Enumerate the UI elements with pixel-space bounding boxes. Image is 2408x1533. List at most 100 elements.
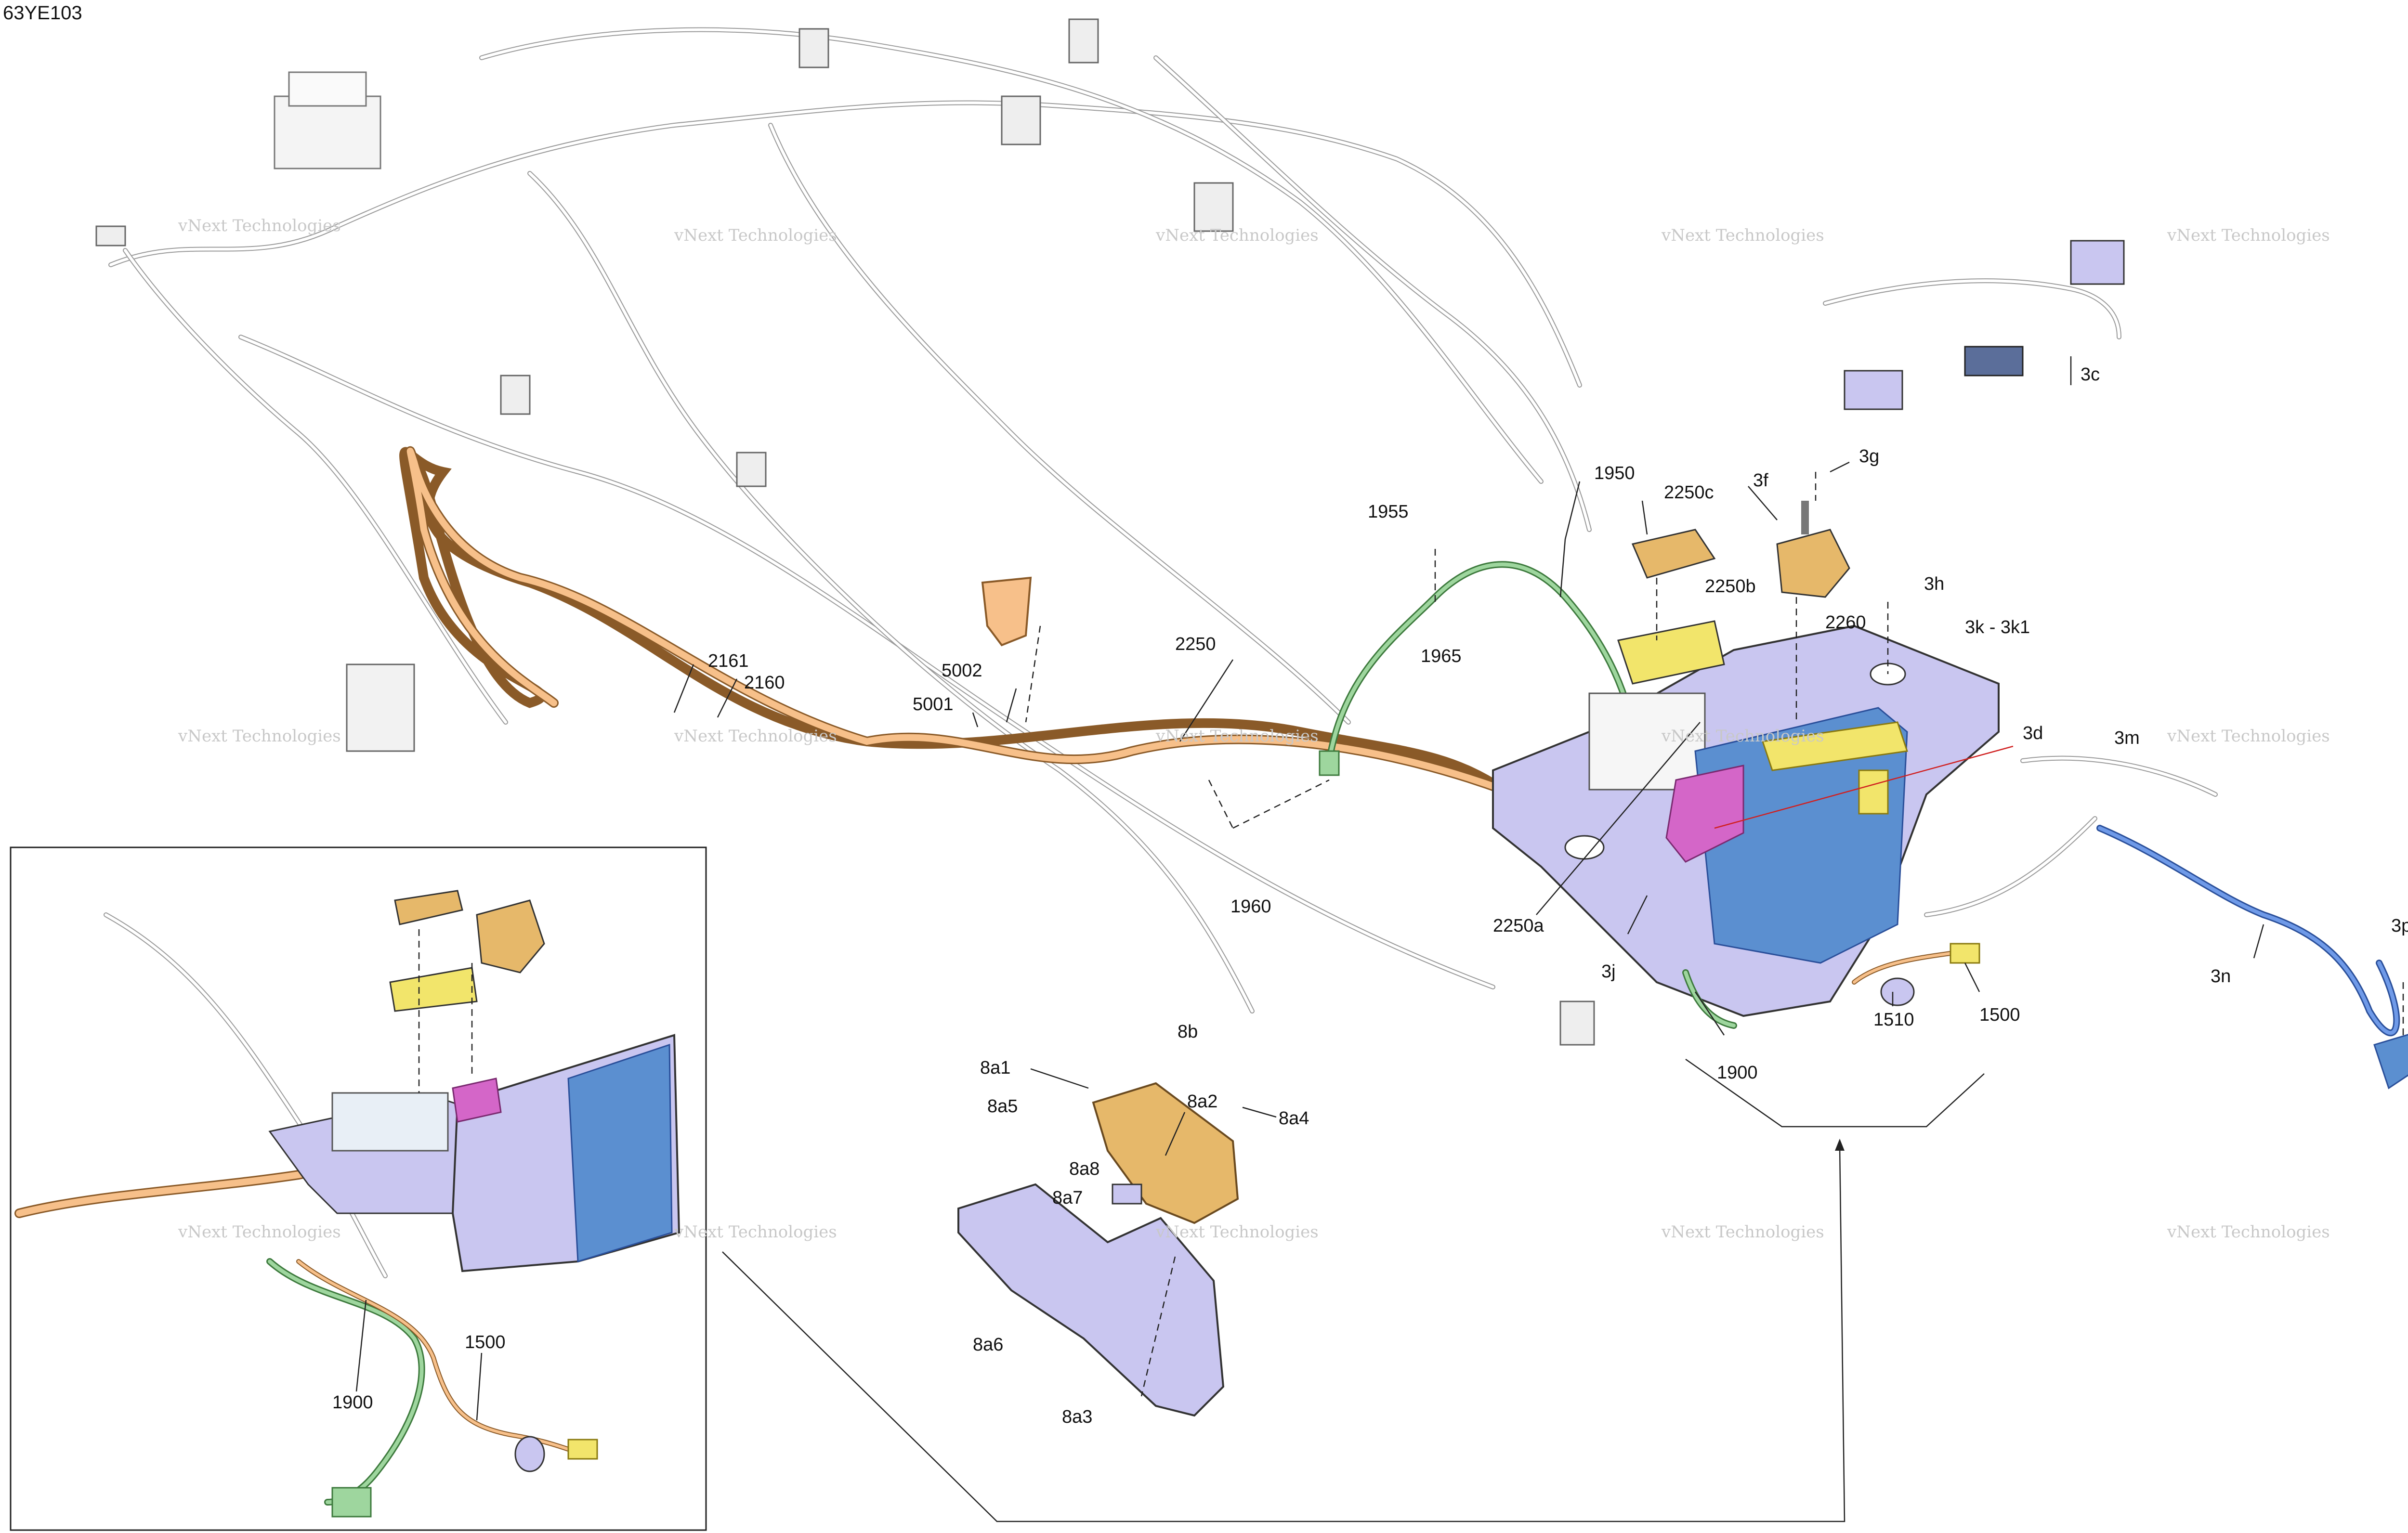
- callout-1955: 1955: [1368, 502, 1409, 522]
- callout-8a5: 8a5: [987, 1096, 1018, 1117]
- callout-8a6: 8a6: [973, 1335, 1003, 1355]
- callout-1900: 1900: [1717, 1063, 1758, 1083]
- tray-hole: [1564, 835, 1605, 860]
- strap-yellow: [1762, 721, 1908, 771]
- callout-2250b: 2250b: [1705, 576, 1756, 597]
- callout-1965: 1965: [1421, 646, 1462, 666]
- cable-2250: [399, 446, 1507, 794]
- cable-boot: [981, 576, 1032, 647]
- watermark: vNext Technologies: [2167, 226, 2330, 245]
- watermark: vNext Technologies: [1155, 226, 1319, 245]
- inset-battery: [331, 1092, 449, 1152]
- fuse-box: [274, 95, 381, 169]
- connector: [1068, 18, 1099, 64]
- connector: [95, 225, 126, 247]
- inset-cover: [567, 1043, 673, 1262]
- connector: [1559, 1000, 1595, 1046]
- callout-1950: 1950: [1594, 463, 1635, 483]
- inset-relay: [476, 899, 545, 974]
- callout-8a7: 8a7: [1052, 1188, 1083, 1208]
- callout-3c: 3c: [2081, 364, 2100, 385]
- callout-8a3: 8a3: [1062, 1407, 1092, 1427]
- clip-8a7: [1112, 1183, 1142, 1205]
- connector-block: [346, 663, 415, 752]
- battery-tray-assembly: [1492, 624, 2000, 1017]
- callout-8a8: 8a8: [1069, 1159, 1099, 1179]
- watermark: vNext Technologies: [1661, 1222, 1824, 1242]
- watermark: vNext Technologies: [178, 216, 341, 235]
- inset-detail: [10, 846, 707, 1531]
- inset-grommet: [514, 1436, 545, 1472]
- cable-1950: [1319, 561, 1631, 776]
- inset-bracket-top: [394, 890, 463, 925]
- terminal-cover-magenta: [1665, 765, 1744, 863]
- callout-3p: 3p: [2391, 916, 2408, 936]
- connector-3c: [2070, 240, 2125, 285]
- watermark: vNext Technologies: [1661, 727, 1824, 746]
- callout-3n: 3n: [2211, 966, 2231, 987]
- callout-1500: 1500: [1979, 1005, 2020, 1025]
- callout-2160: 2160: [744, 673, 785, 693]
- cables-1900-1500: [1682, 943, 1980, 1029]
- clamp-yellow: [1858, 769, 1889, 815]
- inset-green-connector: [331, 1487, 372, 1518]
- connector: [1193, 182, 1234, 232]
- inset-callout-1900: 1900: [332, 1392, 373, 1413]
- inset-leader-1900: [355, 1299, 367, 1392]
- grommet-1510: [1880, 977, 1915, 1006]
- callout-2250c: 2250c: [1664, 482, 1714, 503]
- inset-terminal-cover: [452, 1078, 502, 1123]
- callout-8b: 8b: [1178, 1022, 1198, 1042]
- sensor-3p: [2373, 1034, 2408, 1090]
- watermark: vNext Technologies: [2167, 1222, 2330, 1242]
- fuse-box-lid: [288, 71, 367, 107]
- callout-3h: 3h: [1924, 574, 1944, 594]
- callout-3j: 3j: [1601, 961, 1616, 982]
- connector: [500, 375, 531, 415]
- cable-3n: [2096, 825, 2408, 1090]
- watermark: vNext Technologies: [1661, 226, 1824, 245]
- bracket-2250c: [1631, 529, 1716, 579]
- callout-2250: 2250: [1175, 634, 1216, 654]
- watermark: vNext Technologies: [1155, 727, 1319, 746]
- callout-3m: 3m: [2114, 728, 2140, 748]
- watermark: vNext Technologies: [2167, 727, 2330, 746]
- callout-3k: 3k - 3k1: [1965, 617, 2030, 637]
- fuse-holder-2250b: [1617, 620, 1725, 685]
- watermarks: vNext Technologies vNext Technologies vN…: [178, 216, 2330, 1242]
- callout-1960: 1960: [1230, 896, 1271, 917]
- callout-2260: 2260: [1825, 612, 1866, 633]
- callout-labels: 1950 2250c 3f 3g 1955 2250b 3h 2260 3k -…: [332, 364, 2408, 1427]
- callout-3d: 3d: [2023, 723, 2043, 743]
- green-terminal: [1319, 750, 1340, 776]
- inset-callout-1500: 1500: [465, 1332, 506, 1352]
- watermark: vNext Technologies: [178, 1222, 341, 1242]
- watermark: vNext Technologies: [674, 1222, 837, 1242]
- callout-8a2: 8a2: [1187, 1091, 1217, 1112]
- inset-sensor-1500: [567, 1439, 598, 1460]
- actuator-8a2: [1092, 1082, 1239, 1224]
- relay-3f: [1776, 501, 1850, 598]
- reference-code: 63YE103: [3, 2, 82, 24]
- bracket-8a6: [957, 1183, 1225, 1417]
- callout-2250a: 2250a: [1493, 916, 1544, 936]
- watermark: vNext Technologies: [674, 226, 837, 245]
- battery-box: [1588, 692, 1706, 791]
- callout-1510: 1510: [1873, 1010, 1914, 1030]
- leader-lines: [673, 356, 2264, 1522]
- callout-8a1: 8a1: [980, 1058, 1010, 1078]
- battery-cover: [1694, 707, 1908, 964]
- main-harness: [95, 18, 2218, 1046]
- connector-3c: [1964, 346, 2024, 377]
- connector: [736, 452, 767, 487]
- watermark: vNext Technologies: [674, 727, 837, 746]
- callout-3f: 3f: [1753, 470, 1768, 491]
- stud: [1801, 501, 1809, 534]
- watermark: vNext Technologies: [178, 727, 341, 746]
- connector: [798, 28, 829, 68]
- sensor-1500: [1950, 943, 1980, 964]
- harness-3c: [1823, 240, 2125, 410]
- assembly-lines: [1025, 472, 2404, 1397]
- bracket-assembly-8a: [957, 1082, 1239, 1417]
